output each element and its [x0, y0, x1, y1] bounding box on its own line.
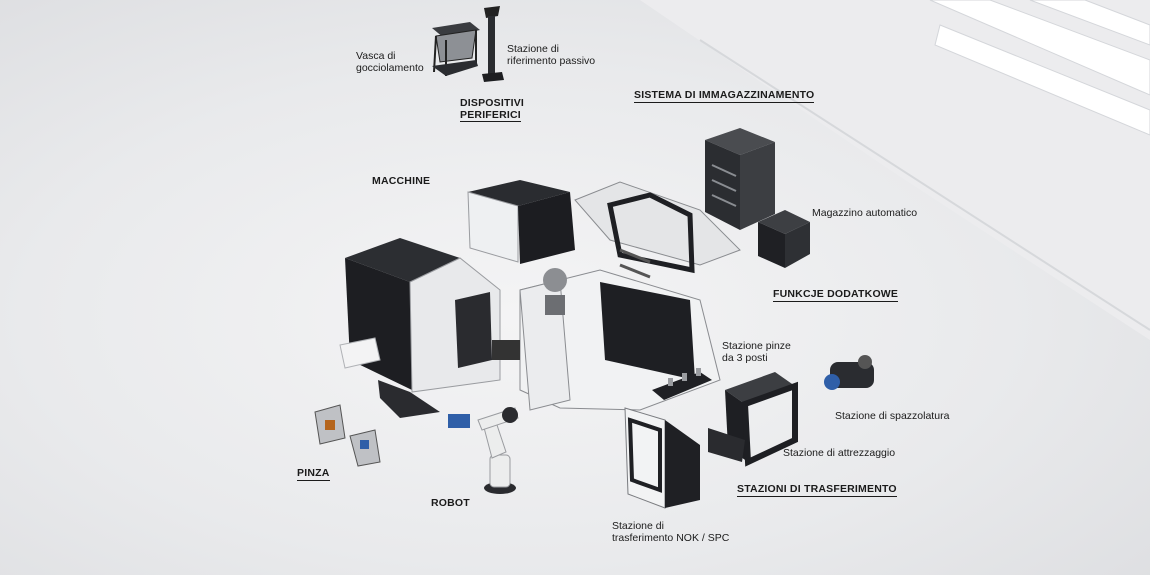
- category-dispositivi[interactable]: DISPOSITIVI PERIFERICI: [460, 97, 525, 122]
- wall-edge: [699, 39, 1150, 331]
- category-macchine[interactable]: MACCHINE: [372, 175, 431, 187]
- category-pinza[interactable]: PINZA: [297, 467, 330, 481]
- nok-station-icon: [624, 407, 700, 509]
- ceiling-lights: [929, 0, 1150, 136]
- label-spazzolatura: Stazione di spazzolatura: [835, 410, 950, 422]
- wall-plane: [640, 0, 1150, 340]
- storage-rack-icon: [705, 128, 775, 230]
- tooling-station-icon: [708, 372, 798, 467]
- category-sistema[interactable]: SISTEMA DI IMMAGAZZINAMENTO: [634, 89, 815, 103]
- category-robot[interactable]: ROBOT: [431, 497, 470, 509]
- category-stazioni[interactable]: STAZIONI DI TRASFERIMENTO: [737, 483, 897, 497]
- magazine-icon: [758, 210, 810, 268]
- robot-cell-icon: [492, 181, 741, 411]
- machine-left-icon: [339, 238, 501, 418]
- brushing-station-icon: [824, 355, 874, 390]
- reference-station-icon: [482, 6, 504, 82]
- machine-center-icon: [467, 180, 575, 264]
- drip-tray-icon: [432, 22, 480, 76]
- robot-arm-icon: [448, 407, 519, 494]
- gripper-station-icon: [652, 368, 712, 400]
- gripper-icon: [314, 404, 381, 467]
- category-funkcje[interactable]: FUNKCJE DODATKOWE: [773, 288, 899, 302]
- label-attrezzaggio: Stazione di attrezzaggio: [783, 447, 896, 459]
- label-magazzino: Magazzino automatico: [812, 207, 918, 219]
